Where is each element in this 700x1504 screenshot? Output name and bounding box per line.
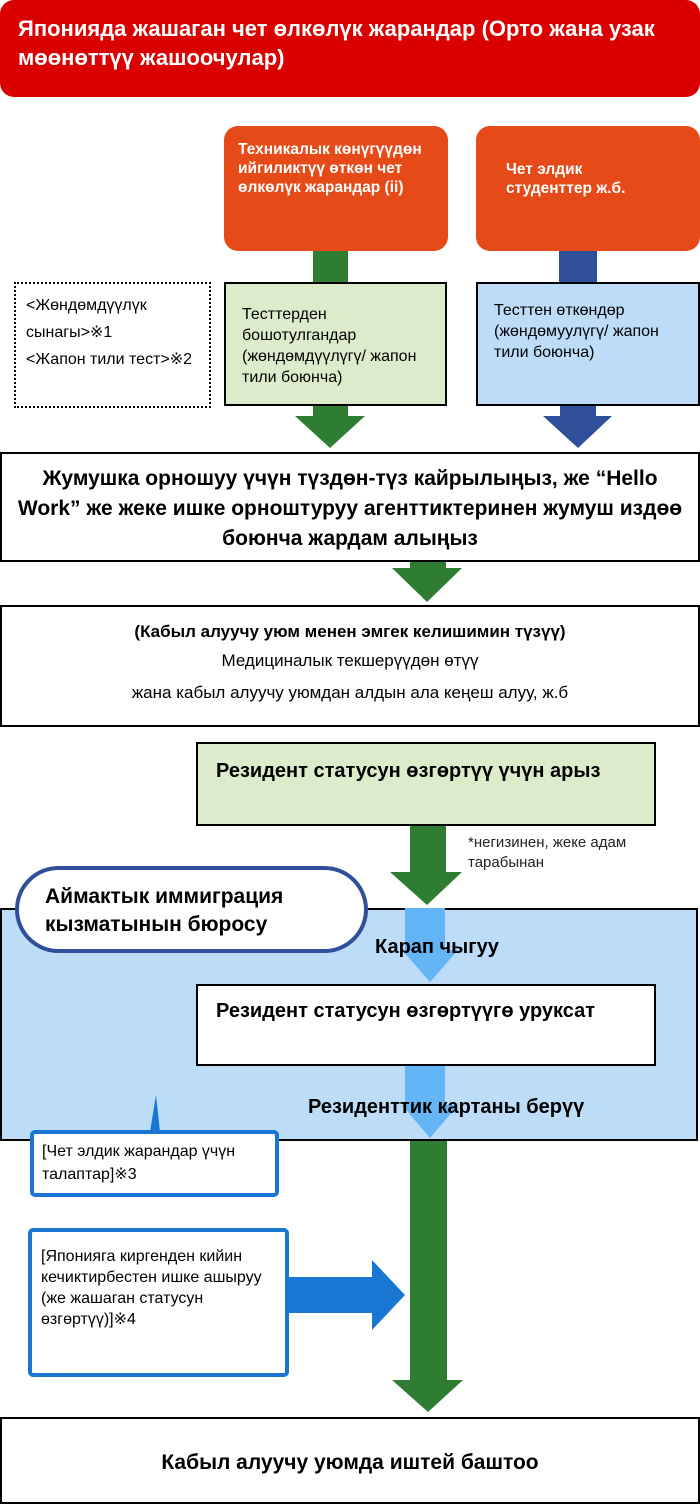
medical-check: Медициналык текшерүүдөн өтүү <box>221 651 479 670</box>
consultation: жана кабыл алуучу уюмдан алдын ала кеңеш… <box>131 683 569 702</box>
exempt-box: Тесттерден бошотулгандар (жөндөмдүүлүгү/… <box>224 282 447 406</box>
arrow-green-3 <box>390 826 462 905</box>
requirements-callout: [Чет элдик жарандар үчүн талаптар]※3 <box>30 1130 279 1197</box>
application-box: Резидент статусун өзгөртүү үчүн арыз <box>196 742 656 826</box>
tests-legend: <Жөндөмдүүлүк сынагы>※1 <Жапон тили тест… <box>14 282 211 408</box>
callout-pointer <box>150 1095 160 1132</box>
japanese-test-label: <Жапон тили тест>※2 <box>26 351 193 368</box>
contract-box: (Кабыл алуучу уюм менен эмгек келишимин … <box>0 605 700 727</box>
arrow-green-4 <box>392 1141 463 1412</box>
arrow-green-1 <box>295 406 365 448</box>
card-label: Резиденттик картаны берүү <box>308 1096 585 1118</box>
arrow-card <box>402 1066 458 1138</box>
contract-title: (Кабыл алуучу уюм менен эмгек келишимин … <box>134 622 566 641</box>
arrow-review <box>402 908 458 982</box>
application-note: *негизинен, жеке адам тарабынан <box>468 834 627 871</box>
passed-box: Тесттен өткөндөр (жөндөмуулүгү/ жапон ти… <box>476 282 700 406</box>
aptitude-test-label: <Жөндөмдүүлүк сынагы>※1 <box>26 297 147 341</box>
prompt-callout: [Японияга киргенден кийин кечиктирбестен… <box>28 1228 289 1377</box>
start-work-box: Кабыл алуучу уюмда иштей баштоо <box>0 1417 700 1504</box>
permission-box: Резидент статусун өзгөртүүгө уруксат <box>196 984 656 1066</box>
bureau-label: Аймактык иммиграция кызматынын бюросу <box>15 866 368 953</box>
review-label: Карап чыгуу <box>375 936 499 958</box>
arrow-blue-side <box>288 1260 405 1330</box>
page-title: Японияда жашаган чет өлкөлүк жарандар (О… <box>0 0 700 97</box>
connector-green <box>313 251 348 283</box>
source-students: Чет элдик студенттер ж.б. <box>476 126 700 251</box>
arrow-green-2 <box>392 562 462 602</box>
source-trainees: Техникалык көнүгүүдөн ийгиликтүү өткөн ч… <box>224 126 448 251</box>
connector-navy <box>559 251 597 283</box>
job-search-box: Жумушка орношуу үчүн түздөн-түз кайрылың… <box>0 452 700 562</box>
arrow-navy-1 <box>543 406 612 448</box>
